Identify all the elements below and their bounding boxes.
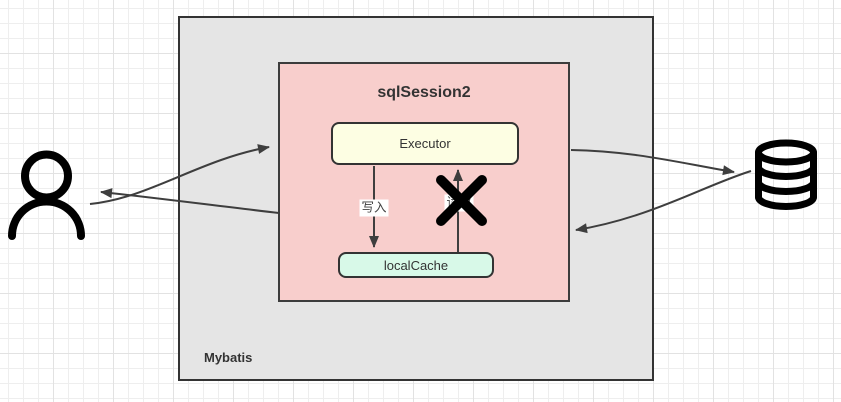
database-icon[interactable] bbox=[755, 139, 817, 210]
write-edge-label: 写入 bbox=[359, 199, 389, 217]
localcache-label: localCache bbox=[383, 257, 449, 273]
edge-session-to-user[interactable] bbox=[100, 188, 280, 214]
x-cross-mark[interactable] bbox=[436, 175, 487, 226]
sqlsession2-title: sqlSession2 bbox=[377, 84, 471, 101]
person-icon[interactable] bbox=[8, 150, 85, 240]
localcache-node[interactable]: localCache bbox=[338, 252, 494, 278]
edge-session-to-db[interactable] bbox=[570, 149, 735, 176]
edge-db-to-session[interactable] bbox=[575, 170, 752, 234]
edge-user-to-session[interactable] bbox=[89, 144, 270, 205]
mybatis-label: Mybatis bbox=[204, 350, 253, 365]
executor-node[interactable]: Executor bbox=[331, 122, 519, 165]
executor-label: Executor bbox=[399, 136, 451, 151]
